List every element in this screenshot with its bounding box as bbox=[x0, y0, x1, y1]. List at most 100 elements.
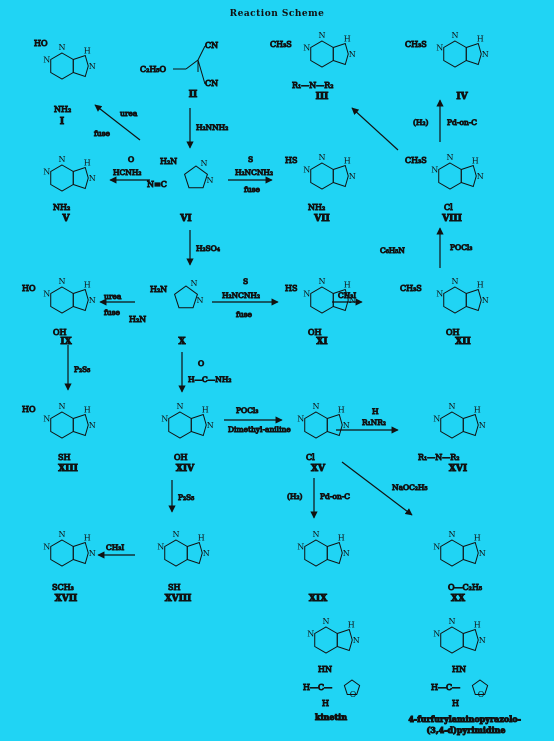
svg-text:CH₃S: CH₃S bbox=[405, 40, 427, 49]
compound-labels: I II III IV V VI VII VIII IX X XI XII XI… bbox=[54, 90, 521, 736]
svg-text:R₁—N—R₂: R₁—N—R₂ bbox=[418, 453, 459, 462]
cmpd-iii-n1: N bbox=[319, 31, 326, 40]
reagent-h2-2: (H₂) bbox=[287, 492, 302, 501]
cmpd-xv-n3: N bbox=[297, 415, 304, 424]
cmpd-x-n: N bbox=[191, 279, 198, 288]
cmpd-i-n1: N bbox=[59, 43, 66, 52]
cmpd-furfuryl-h: H bbox=[474, 621, 481, 630]
cmpd-xvii-pyrazole-ring bbox=[72, 541, 89, 565]
cmpd-vii-n7: N bbox=[349, 172, 356, 181]
cmpd-vi-n2: N bbox=[207, 176, 214, 185]
cmpd-xiii-n3: N bbox=[43, 415, 50, 424]
svg-text:H₂N: H₂N bbox=[160, 157, 177, 166]
svg-text:NH₂: NH₂ bbox=[54, 105, 71, 114]
cmpd-xvii-h: H bbox=[84, 534, 91, 543]
cmpd-xiv-n1: N bbox=[177, 402, 184, 411]
svg-text:C₂H₅O: C₂H₅O bbox=[140, 65, 167, 74]
svg-text:HO: HO bbox=[34, 39, 48, 48]
cmpd-xviii-n7: N bbox=[203, 549, 210, 558]
svg-text:CN: CN bbox=[205, 79, 218, 88]
cmpd-ix-n1: N bbox=[59, 277, 66, 286]
cmpd-i-pyrimidine-ring bbox=[50, 52, 74, 80]
cmpd-xiv-pyrazole-ring bbox=[190, 413, 207, 437]
label-v: V bbox=[62, 214, 71, 224]
reagent-urea-2: urea bbox=[104, 292, 122, 301]
cmpd-xvi-h: H bbox=[474, 406, 481, 415]
cmpd-xvi-n7: N bbox=[479, 421, 486, 430]
cmpd-i-n7: N bbox=[89, 62, 96, 71]
svg-text:Cl: Cl bbox=[306, 453, 315, 462]
svg-text:OH: OH bbox=[308, 328, 322, 337]
label-vi: VI bbox=[179, 214, 191, 224]
svg-text:Cl: Cl bbox=[444, 203, 453, 212]
reagent-formamide: HCNH₂ bbox=[113, 168, 141, 177]
label-iii: III bbox=[316, 92, 329, 102]
cmpd-v-pyrimidine-ring bbox=[50, 164, 74, 192]
svg-text:O: O bbox=[128, 155, 134, 164]
cmpd-ix-n3: N bbox=[43, 290, 50, 299]
cmpd-xiii-n7: N bbox=[89, 421, 96, 430]
cmpd-v-h: H bbox=[84, 159, 91, 168]
svg-text:CN: CN bbox=[205, 41, 218, 50]
reagent-thiourea-2: H₂NCNH₂ bbox=[222, 291, 260, 300]
reagent-mei-1: CH₃I bbox=[338, 291, 356, 300]
svg-text:O—C₂H₅: O—C₂H₅ bbox=[448, 583, 482, 592]
reagent-pocl3-1: POCl₃ bbox=[450, 243, 472, 252]
cmpd-furfuryl-pyrazole-ring bbox=[462, 628, 479, 652]
cmpd-xvii-n1: N bbox=[59, 530, 66, 539]
cmpd-xiv-n7: N bbox=[207, 421, 214, 430]
svg-text:H₂N: H₂N bbox=[150, 285, 167, 294]
svg-text:HO: HO bbox=[22, 405, 36, 414]
cmpd-xvi-pyrimidine-ring bbox=[440, 411, 464, 439]
cmpd-i-pyrazole-ring bbox=[72, 54, 89, 78]
reagent-fuse-3: fuse bbox=[104, 308, 120, 317]
svg-text:SCH₃: SCH₃ bbox=[52, 583, 74, 592]
cmpd-vii-n3: N bbox=[303, 166, 310, 175]
cmpd-xviii-n3: N bbox=[157, 543, 164, 552]
kinetin-furan-ring bbox=[343, 679, 361, 695]
svg-text:R₁—N—R₂: R₁—N—R₂ bbox=[292, 81, 333, 90]
reagent-sulfuric: H₂SO₄ bbox=[196, 244, 220, 253]
label-kinetin: kinetin bbox=[315, 712, 347, 722]
cmpd-iii-h: H bbox=[344, 35, 351, 44]
furfuryl-o: O bbox=[478, 690, 485, 699]
cmpd-xx-n3: N bbox=[433, 543, 440, 552]
cmpd-xv-pyrimidine-ring bbox=[304, 411, 328, 439]
reagent-p2s5-2: P₂S₅ bbox=[178, 493, 194, 502]
label-ix: IX bbox=[60, 337, 71, 347]
cmpd-xvii-n7: N bbox=[89, 549, 96, 558]
cmpd-vii-pyrimidine-ring bbox=[310, 162, 334, 190]
cmpd-x-n2: N bbox=[197, 296, 204, 305]
svg-text:H—C—: H—C— bbox=[303, 683, 332, 692]
cmpd-xviii-pyrazole-ring bbox=[186, 541, 203, 565]
label-xx: XX bbox=[451, 594, 465, 604]
cmpd-furfuryl-pyrimidine-ring bbox=[440, 626, 464, 654]
reagent-fuse-1: fuse bbox=[94, 129, 110, 138]
label-iv: IV bbox=[456, 92, 468, 102]
svg-text:SH: SH bbox=[168, 583, 180, 592]
scheme-title: Reaction Scheme bbox=[229, 9, 325, 19]
cmpd-iv-n1: N bbox=[452, 31, 459, 40]
substituents: HO NH₂ C₂H₅O CN CN CH₃S R₁—N—R₂ CH₃S NH₂… bbox=[22, 39, 483, 709]
cmpd-xix-n7: N bbox=[343, 549, 350, 558]
cmpd-i-n3: N bbox=[43, 56, 50, 65]
cmpd-xi-n3: N bbox=[303, 290, 310, 299]
cmpd-viii-n3: N bbox=[431, 166, 438, 175]
cmpd-vii-pyrazole-ring bbox=[332, 164, 349, 188]
cmpd-xiv-n3: N bbox=[161, 415, 168, 424]
reagent-dimethylaniline: Dimethyl-aniline bbox=[228, 425, 291, 434]
cmpd-xx-pyrazole-ring bbox=[462, 541, 479, 565]
cmpd-xii-n1: N bbox=[452, 277, 459, 286]
label-viii: VIII bbox=[441, 214, 462, 224]
cmpd-furfuryl-n3: N bbox=[433, 630, 440, 639]
cmpd-xvi-n1: N bbox=[449, 402, 456, 411]
cmpd-xii-h: H bbox=[477, 281, 484, 290]
cmpd-xx-h: H bbox=[474, 534, 481, 543]
cmpd-i-h: H bbox=[84, 47, 91, 56]
svg-text:O: O bbox=[198, 359, 204, 368]
cmpd-xx-n1: N bbox=[449, 530, 456, 539]
cmpd-xi-n7: N bbox=[349, 296, 356, 305]
label-x: X bbox=[179, 337, 186, 347]
cmpd-xix-n3: N bbox=[297, 543, 304, 552]
